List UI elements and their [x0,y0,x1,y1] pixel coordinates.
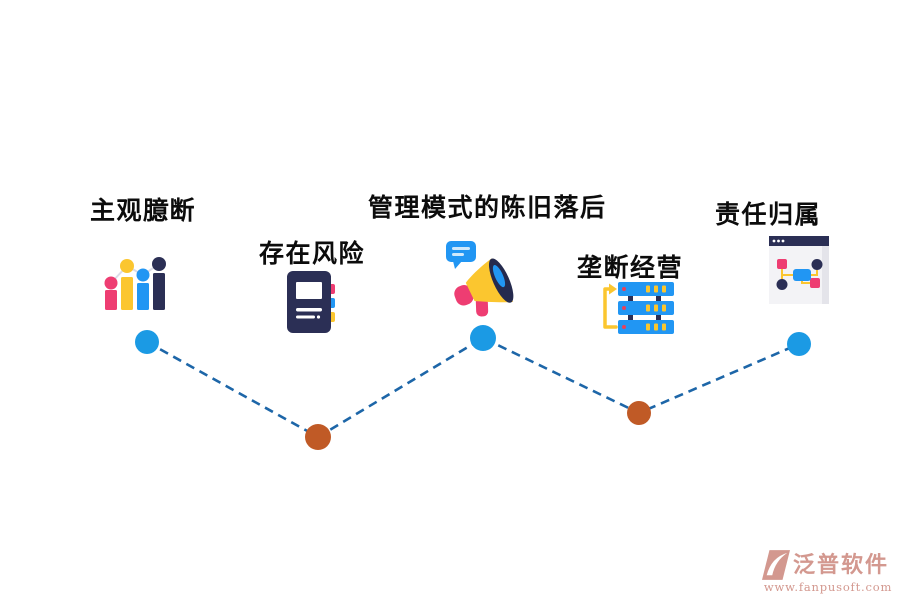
megaphone-icon [442,239,516,317]
item-label-monopoly-operation: 垄断经营 [577,254,684,282]
item-label-subjective-judgment: 主观臆断 [90,197,197,225]
watermark-url: www.fanpusoft.com [763,580,893,594]
item-label-responsibility-attribution: 责任归属 [715,201,822,229]
bar-chart-icon [104,256,168,310]
notebook-icon [285,270,337,334]
watermark: 泛普软件 www.fanpusoft.com [762,550,894,594]
fanpu-logo-icon [762,550,790,584]
timeline-dot [135,330,159,354]
timeline-dot [305,424,331,450]
browser-flowchart-icon [769,236,829,304]
watermark-brand-name: 泛普软件 [793,552,890,578]
item-label-existing-risk: 存在风险 [259,240,366,268]
timeline-dashed-line [146,336,800,439]
item-label-outdated-management-model: 管理模式的陈旧落后 [368,194,607,222]
timeline-dot [627,401,651,425]
timeline-dot [787,332,811,356]
timeline-dot [470,325,496,351]
server-stack-icon [600,282,674,334]
